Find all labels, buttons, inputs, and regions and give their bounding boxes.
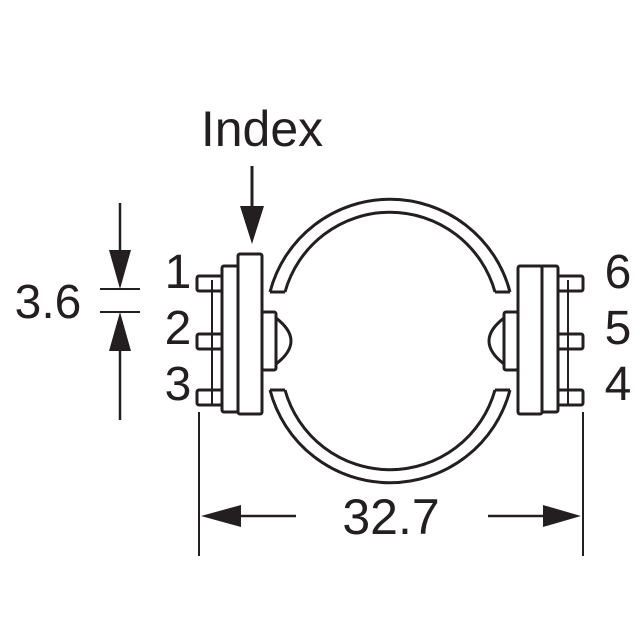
index-arrow — [240, 166, 264, 244]
pin-label-2: 2 — [165, 302, 192, 355]
left-connector — [195, 252, 293, 416]
pin-label-1: 1 — [165, 246, 192, 299]
width-label: 32.7 — [342, 489, 439, 545]
pin-label-3: 3 — [165, 358, 192, 411]
right-connector — [487, 264, 585, 416]
pin-label-6: 6 — [605, 246, 632, 299]
pin-label-5: 5 — [605, 302, 632, 355]
width-dimension — [198, 412, 584, 556]
pitch-label: 3.6 — [15, 276, 82, 329]
pin-label-4: 4 — [605, 358, 632, 411]
round-body — [268, 197, 512, 485]
index-label: Index — [201, 101, 323, 157]
pitch-dimension — [100, 203, 140, 420]
